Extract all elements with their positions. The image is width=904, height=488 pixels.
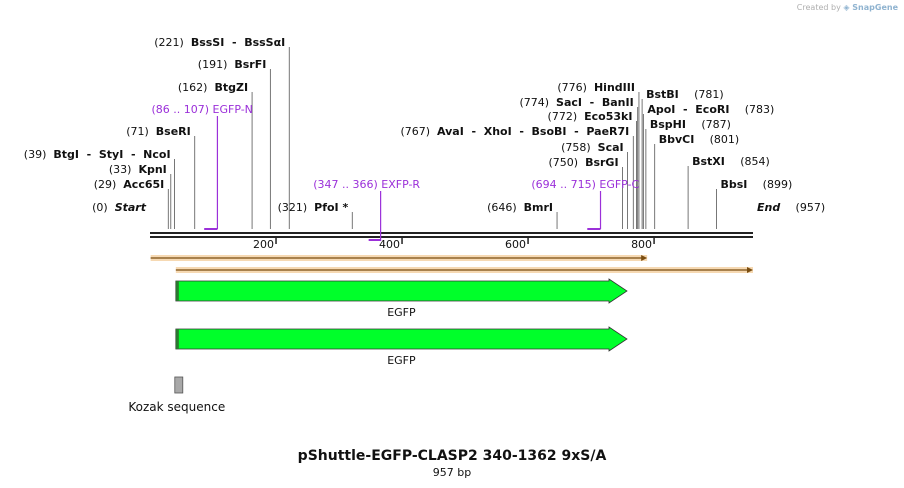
site-label-9: (646) BmrI — [487, 201, 553, 214]
site-label-15: (776) HindIII — [557, 81, 635, 94]
egfp-feature-1 — [175, 326, 628, 352]
site-label-3: (39) BtgI - StyI - NcoI — [24, 148, 171, 161]
site-label-20: BstXI (854) — [692, 155, 770, 168]
site-label-18: BspHI (787) — [650, 118, 731, 131]
credit-brand: SnapGene — [852, 3, 898, 12]
site-label-4: (71) BseRI — [126, 125, 191, 138]
egfp-feature-start-1 — [175, 329, 179, 349]
orf-arrow-0 — [641, 255, 648, 261]
egfp-feature-start-0 — [175, 281, 179, 301]
map-title: pShuttle-EGFP-CLASP2 340-1362 9xS/A — [297, 448, 607, 464]
site-label-1: (29) Acc65I — [94, 178, 165, 191]
map-subtitle: 957 bp — [432, 466, 472, 479]
site-label-16: BstBI (781) — [646, 88, 724, 101]
site-label-22: End (957) — [757, 201, 825, 214]
primer-label-2: (694 .. 715) EGFP-C — [531, 178, 639, 191]
credit-prefix: Created by — [796, 3, 841, 12]
site-label-5: (162) BtgZI — [178, 81, 248, 94]
egfp-feature-label-0: EGFP — [387, 306, 416, 319]
egfp-feature-0 — [175, 278, 628, 304]
site-label-17: ApoI - EcoRI (783) — [647, 103, 774, 116]
tick-label-200: 200 — [253, 238, 274, 251]
snapgene-logo: ◈ SnapGene — [843, 3, 898, 12]
site-label-14: (774) SacI - BanII — [519, 96, 633, 109]
orf-arrow-1 — [747, 267, 753, 273]
backbone-top-strand — [150, 232, 753, 234]
site-label-7: (221) BssSI - BssSαI — [154, 36, 285, 49]
tick-label-400: 400 — [379, 238, 400, 251]
site-label-10: (750) BsrGI — [549, 156, 619, 169]
site-label-19: BbvCI (801) — [659, 133, 740, 146]
site-label-11: (758) ScaI — [561, 141, 624, 154]
site-label-2: (33) KpnI — [109, 163, 167, 176]
site-label-8: (321) PfoI * — [278, 201, 349, 214]
primer-label-0: (86 .. 107) EGFP-N — [151, 103, 252, 116]
site-label-21: BbsI (899) — [720, 178, 792, 191]
site-label-6: (191) BsrFI — [198, 58, 267, 71]
primer-label-1: (347 .. 366) EXFP-R — [313, 178, 420, 191]
egfp-feature-label-1: EGFP — [387, 354, 416, 367]
plasmid-map: 200 400 600 800 (0) Start (29) Acc65I (33) Kpn… — [24, 36, 825, 414]
site-label-12: (767) AvaI - XhoI - BsoBI - PaeR7I — [400, 125, 629, 138]
kozak-label: Kozak sequence — [128, 400, 225, 414]
site-label-0: (0) Start — [92, 201, 147, 214]
tick-label-800: 800 — [631, 238, 652, 251]
snapgene-credit: Created by ◈ SnapGene — [797, 3, 898, 12]
backbone-bottom-strand — [150, 236, 753, 238]
site-label-13: (772) Eco53kI — [548, 110, 633, 123]
tick-label-600: 600 — [505, 238, 526, 251]
kozak-box — [174, 376, 184, 394]
